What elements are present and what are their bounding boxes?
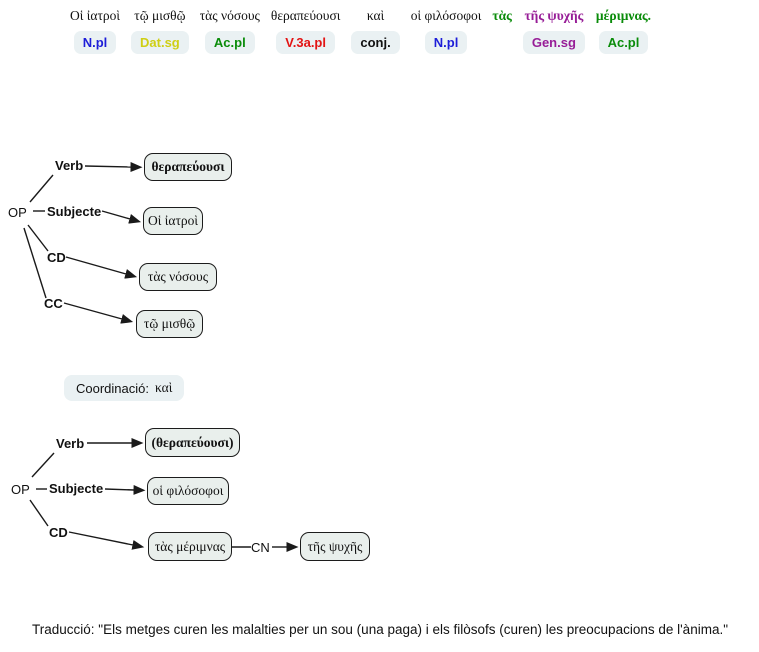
greek-word: τὰς: [492, 8, 512, 23]
greek-word: μέριμνας.: [595, 8, 652, 23]
tree2-cd-box: τὰς μέριμνας: [148, 532, 232, 561]
greek-word: καὶ: [366, 8, 385, 23]
sentence-row: Οἱ ἰατροὶ N.pl τῷ μισθῷ Dat.sg τὰς νόσου…: [70, 8, 651, 54]
tree1-root-label: OP: [8, 205, 27, 220]
tree1-subject-label: Subjecte: [47, 204, 102, 219]
word-column: τὰς: [492, 8, 511, 24]
pos-badge: Gen.sg: [522, 31, 585, 54]
pos-badge: N.pl: [73, 31, 117, 54]
tree1-verb-label: Verb: [55, 158, 84, 173]
greek-word: τῷ μισθῷ: [134, 8, 186, 23]
word-column: μέριμνας. Ac.pl: [596, 8, 651, 54]
coordination-label: Coordinació:: [76, 380, 149, 396]
tree2-cn-box: τῆς ψυχῆς: [300, 532, 370, 561]
tree1-cc-box: τῷ μισθῷ: [136, 310, 203, 338]
greek-word: θεραπεύουσι: [270, 8, 341, 23]
coordination-badge: Coordinació: καὶ: [64, 375, 185, 401]
tree2-subject-box: οἱ φιλόσοφοι: [147, 477, 229, 505]
word-column: τῷ μισθῷ Dat.sg: [131, 8, 189, 54]
word-column: οἱ φιλόσοφοι N.pl: [410, 8, 482, 54]
tree1-cc-label: CC: [44, 296, 63, 311]
translation-text: Traducció: "Els metges curen les malalti…: [32, 622, 728, 637]
pos-badge: Ac.pl: [204, 31, 255, 54]
tree1-verb-box: θεραπεύουσι: [144, 153, 232, 181]
pos-badge: V.3a.pl: [276, 31, 335, 54]
tree2-cn-label: CN: [251, 540, 270, 555]
pos-badge: Dat.sg: [131, 31, 189, 54]
greek-word: τῆς ψυχῆς: [524, 8, 584, 23]
word-column: θεραπεύουσι V.3a.pl: [271, 8, 340, 54]
pos-badge: Ac.pl: [598, 31, 649, 54]
word-column: τὰς νόσους Ac.pl: [200, 8, 260, 54]
tree1-cd-box: τὰς νόσους: [139, 263, 217, 291]
tree1-cd-label: CD: [47, 250, 66, 265]
pos-badge: N.pl: [424, 31, 468, 54]
coordination-value: καὶ: [155, 380, 173, 395]
tree2-cd-label: CD: [49, 525, 68, 540]
tree2-subject-label: Subjecte: [49, 481, 104, 496]
word-column: καὶ conj.: [351, 8, 400, 54]
word-column: Οἱ ἰατροὶ N.pl: [70, 8, 120, 54]
greek-word: Οἱ ἰατροὶ: [70, 8, 121, 23]
greek-word: οἱ φιλόσοφοι: [410, 8, 482, 23]
tree2-verb-label: Verb: [56, 436, 85, 451]
tree2-root-label: OP: [11, 482, 30, 497]
word-column: τῆς ψυχῆς Gen.sg: [522, 8, 585, 54]
tree1-subject-box: Οἱ ἰατροὶ: [143, 207, 203, 235]
tree2-verb-box: (θεραπεύουσι): [145, 428, 240, 457]
greek-word: τὰς νόσους: [199, 8, 260, 23]
pos-badge: conj.: [351, 31, 400, 54]
